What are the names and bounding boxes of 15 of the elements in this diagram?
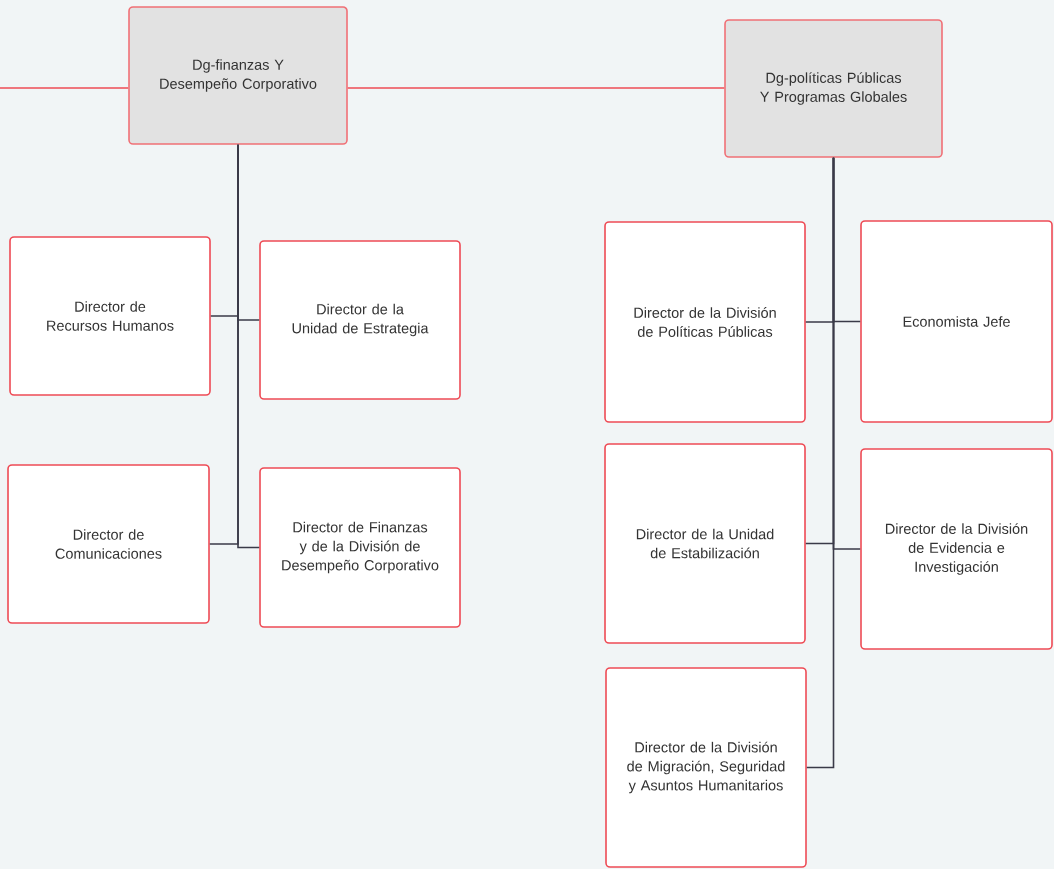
position-box: Director de la Unidad de Estrategia (259, 240, 461, 400)
position-box: Director de Finanzas y de la División de Desempeño Corporativo (259, 467, 461, 628)
connector-line (0, 87, 129, 89)
connector-line (806, 157, 835, 769)
position-box: Director de Comunicaciones (7, 464, 210, 624)
position-box: Director de la División de Políticas Públicas (604, 221, 806, 423)
title-box: Dg-políticas Públicas Y Programas Globales (724, 19, 943, 158)
position-box: Director de la Unidad de Estabilización (604, 443, 806, 644)
connector-line (237, 144, 260, 549)
position-box: Director de la División de Migración, Seguridad y Asuntos Humanitarios (605, 667, 807, 868)
position-box: Economista Jefe (860, 220, 1053, 423)
position-box: Director de la División de Evidencia e Investigación (860, 448, 1053, 650)
title-box: Dg-finanzas Y Desempeño Corporativo (128, 6, 348, 145)
position-box: Director de Recursos Humanos (9, 236, 211, 396)
connector-line (347, 87, 725, 89)
